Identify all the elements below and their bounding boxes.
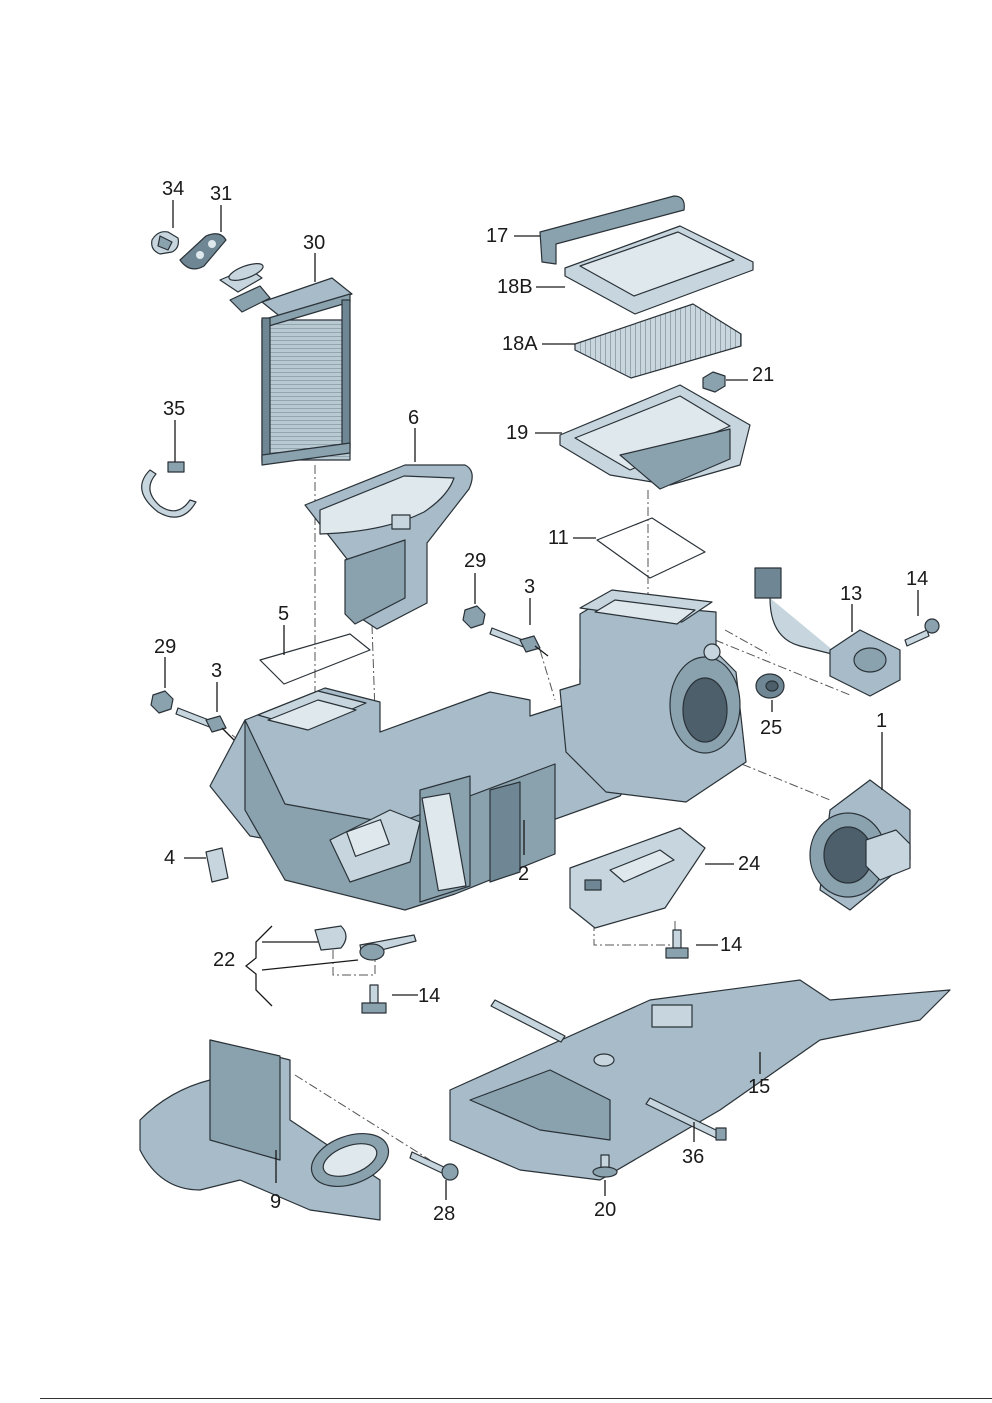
part-14-screw-mid-right bbox=[665, 929, 689, 959]
callout-18A: 18A bbox=[502, 333, 538, 355]
callout-30: 30 bbox=[303, 232, 325, 254]
part-22-brackets bbox=[314, 925, 417, 961]
callout-4: 4 bbox=[164, 847, 175, 869]
callout-17: 17 bbox=[486, 225, 508, 247]
callout-2: 2 bbox=[518, 863, 529, 885]
callout-24: 24 bbox=[738, 853, 760, 875]
part-18A-filter-element bbox=[574, 303, 742, 379]
callout-15: 15 bbox=[748, 1076, 770, 1098]
callout-5: 5 bbox=[278, 603, 289, 625]
callout-14-bottom-left: 14 bbox=[418, 985, 440, 1007]
callout-13: 13 bbox=[840, 583, 862, 605]
bottom-rule bbox=[40, 1398, 992, 1399]
part-28-screw bbox=[409, 1151, 459, 1181]
part-29-nut-left bbox=[150, 690, 174, 714]
part-1-blower-motor bbox=[809, 779, 911, 911]
part-9-footwell-duct bbox=[139, 1039, 390, 1221]
callout-36: 36 bbox=[682, 1146, 704, 1168]
callout-29-right: 29 bbox=[464, 550, 486, 572]
callout-1: 1 bbox=[876, 710, 887, 732]
part-36-cable-tie bbox=[490, 999, 727, 1141]
callout-19: 19 bbox=[506, 422, 528, 444]
part-25-grommet bbox=[755, 673, 785, 699]
callout-labels: 34 31 30 35 6 5 29 3 29 3 4 2 22 14 9 28… bbox=[154, 178, 928, 1225]
callout-21: 21 bbox=[752, 364, 774, 386]
part-24-cover bbox=[569, 827, 706, 929]
part-30-heater-core bbox=[219, 263, 353, 466]
part-11-gasket bbox=[596, 517, 706, 579]
part-14-screw-bottom-left bbox=[361, 984, 387, 1014]
part-18B-filter-frame bbox=[564, 225, 754, 315]
callout-9: 9 bbox=[270, 1191, 281, 1213]
part-19-filter-housing bbox=[559, 384, 751, 490]
callout-3-right: 3 bbox=[524, 576, 535, 598]
part-5-gasket bbox=[259, 633, 371, 685]
part-3-screw-left bbox=[175, 707, 235, 741]
callout-6: 6 bbox=[408, 407, 419, 429]
part-20-clip bbox=[592, 1154, 618, 1178]
leader-lines bbox=[164, 200, 919, 1200]
part-13-actuator bbox=[754, 567, 901, 697]
callout-22: 22 bbox=[213, 949, 235, 971]
callout-29-left: 29 bbox=[154, 636, 176, 658]
part-35-band-clamp bbox=[141, 461, 197, 518]
part-21-nut bbox=[702, 371, 726, 393]
callout-31: 31 bbox=[210, 183, 232, 205]
part-29-nut-right bbox=[462, 605, 486, 629]
part-14-screw-top-right bbox=[904, 618, 940, 647]
callout-20: 20 bbox=[594, 1199, 616, 1221]
part-4-clip bbox=[205, 847, 229, 883]
callout-11: 11 bbox=[548, 527, 569, 549]
part-34-hose-clip bbox=[151, 231, 179, 255]
callout-14-mid-right: 14 bbox=[720, 934, 742, 956]
part-3-screw-right bbox=[489, 627, 549, 657]
callout-34: 34 bbox=[162, 178, 184, 200]
callout-18B: 18B bbox=[497, 276, 533, 298]
callout-25: 25 bbox=[760, 717, 782, 739]
callout-14-top-right: 14 bbox=[906, 568, 928, 590]
part-2-housing-upper bbox=[559, 589, 747, 803]
callout-3-left: 3 bbox=[211, 660, 222, 682]
callout-28: 28 bbox=[433, 1203, 455, 1225]
part-17-cover-strip bbox=[539, 195, 685, 265]
part-15-air-guide bbox=[449, 979, 951, 1181]
part-6-air-duct bbox=[304, 464, 473, 630]
callout-35: 35 bbox=[163, 398, 185, 420]
part-31-seal-plate bbox=[179, 233, 227, 270]
